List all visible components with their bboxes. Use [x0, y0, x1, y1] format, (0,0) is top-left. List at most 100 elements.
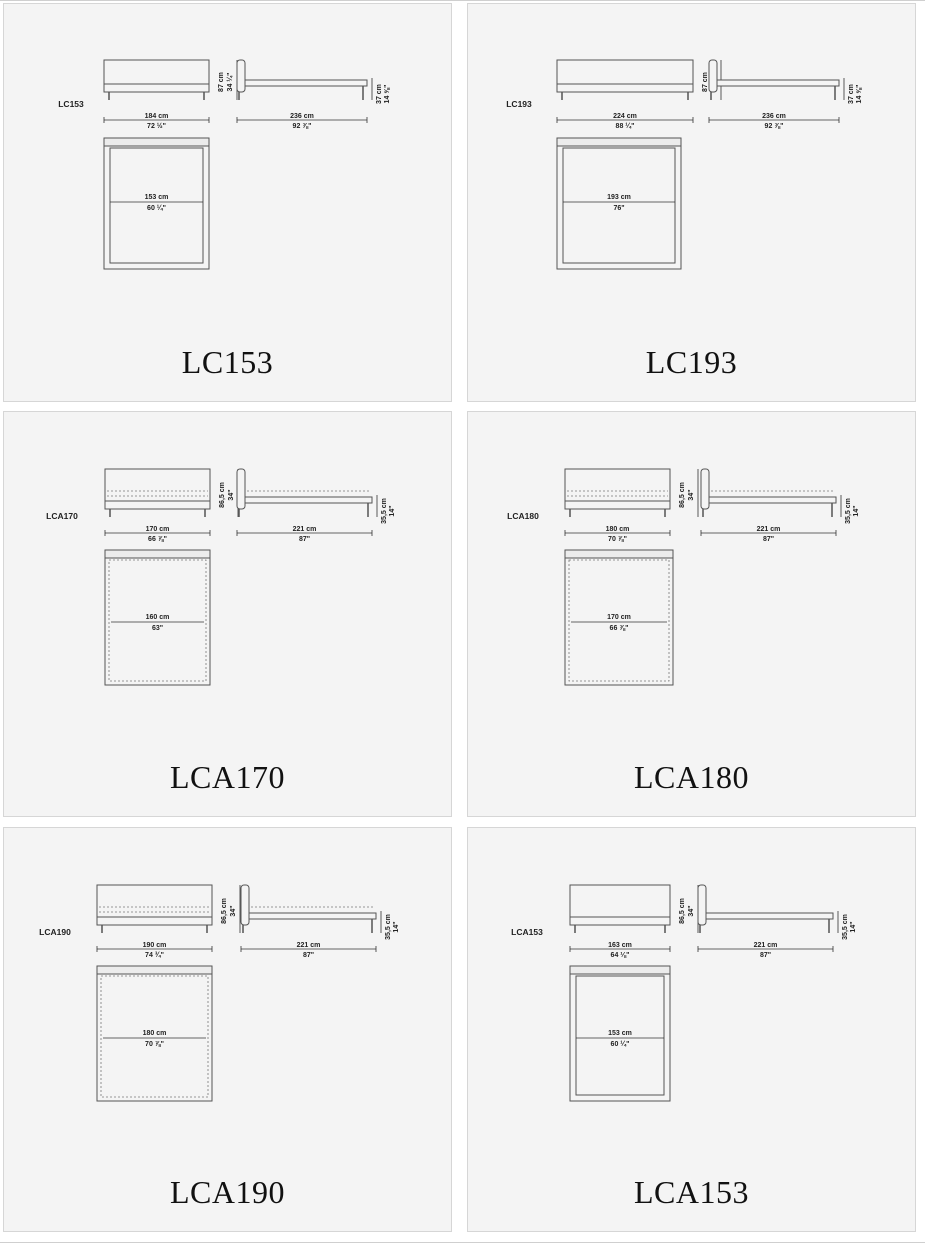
plan-view-outline [104, 549, 211, 686]
model-label: LCA180 [507, 511, 539, 521]
length-in-label: 92 ⅞" [293, 123, 312, 130]
length-cm-label: 221 cm [754, 942, 778, 949]
height-in-label: 34" [230, 905, 237, 916]
width-in-label: 74 ¾" [145, 951, 164, 959]
length-in-label: 87" [760, 952, 771, 959]
length-in-label: 87" [763, 536, 774, 543]
inner-in-label: 63" [152, 625, 163, 632]
width-cm-label: 170 cm [146, 526, 170, 533]
inner-cm-label: 180 cm [143, 1030, 167, 1037]
height-cm-label: 86,5 cm [221, 898, 228, 924]
height-in-label: 34" [688, 905, 695, 916]
plan-view-mattress [109, 147, 204, 264]
inner-in-label: 60 ¼" [611, 1040, 630, 1048]
plan-view-headboard [564, 549, 674, 559]
length-cm-label: 221 cm [757, 526, 781, 533]
card-title: LCA180 [634, 759, 749, 795]
side-view-headboard [708, 59, 718, 93]
width-cm-label: 184 cm [145, 113, 169, 120]
side-height-cm-label: 35,5 cm [381, 498, 388, 524]
width-in-label: 66 ⅞" [148, 536, 167, 543]
height-in-label: 34" [688, 489, 695, 500]
top-border-line [0, 0, 925, 1]
front-view-headboard [104, 468, 211, 510]
inner-in-label: 70 ⅞" [145, 1041, 164, 1048]
height-cm-label: 86,5 cm [679, 482, 686, 508]
front-view-headboard [569, 884, 671, 926]
card-title: LCA190 [170, 1174, 285, 1210]
side-view-frame [248, 912, 377, 920]
length-in-label: 92 ⅞" [765, 123, 784, 130]
model-label: LC193 [506, 99, 532, 109]
plan-view-outline [96, 965, 213, 1102]
length-in-label: 87" [299, 536, 310, 543]
side-height-in-label: 14" [853, 505, 860, 516]
height-cm-label: 87 cm [702, 72, 709, 92]
inner-in-label: 60 ¼" [147, 204, 166, 212]
height-in-label: 34" [228, 489, 235, 500]
plan-view-mattress [108, 559, 207, 682]
inner-in-label: 66 ⅞" [610, 625, 629, 632]
side-view-headboard [240, 884, 250, 926]
side-height-in-label: 14 ⅝" [384, 85, 391, 104]
model-label: LCA153 [511, 927, 543, 937]
width-cm-label: 180 cm [606, 526, 630, 533]
side-view-frame [716, 79, 840, 87]
model-label: LC153 [58, 99, 84, 109]
width-cm-label: 224 cm [613, 113, 637, 120]
front-view-headboard [564, 468, 671, 510]
side-height-in-label: 14" [850, 921, 857, 932]
side-view-frame [708, 496, 837, 504]
height-cm-label: 86,5 cm [219, 482, 226, 508]
side-height-cm-label: 37 cm [848, 84, 855, 104]
side-height-in-label: 14" [389, 505, 396, 516]
width-in-label: 88 ¼" [616, 122, 635, 130]
plan-view-mattress [100, 975, 209, 1098]
plan-view-headboard [96, 965, 213, 975]
inner-cm-label: 153 cm [608, 1030, 632, 1037]
width-in-label: 70 ⅞" [608, 536, 627, 543]
height-cm-label: 87 cm [218, 72, 225, 92]
plan-view-headboard [104, 549, 211, 559]
card-title: LC153 [181, 344, 274, 380]
card-title: LCA153 [634, 1174, 749, 1210]
plan-view-outline [103, 137, 210, 270]
plan-view-mattress [575, 975, 665, 1096]
plan-view-mattress [568, 559, 670, 682]
length-cm-label: 221 cm [293, 526, 317, 533]
width-in-label: 72 ½" [147, 122, 166, 130]
side-view-headboard [700, 468, 710, 510]
side-height-cm-label: 37 cm [376, 84, 383, 104]
inner-cm-label: 153 cm [145, 194, 169, 201]
plan-view-mattress [562, 147, 676, 264]
plan-view-outline [556, 137, 682, 270]
side-height-cm-label: 35,5 cm [842, 914, 849, 940]
side-height-in-label: 14 ⅝" [856, 85, 863, 104]
height-in-label: 34 ¼" [226, 73, 234, 92]
length-in-label: 87" [303, 952, 314, 959]
side-height-cm-label: 35,5 cm [845, 498, 852, 524]
inner-cm-label: 193 cm [607, 194, 631, 201]
side-view-frame [705, 912, 834, 920]
inner-cm-label: 160 cm [146, 614, 170, 621]
width-cm-label: 190 cm [143, 942, 167, 949]
length-cm-label: 236 cm [762, 113, 786, 120]
front-view-headboard [103, 59, 210, 93]
side-view-headboard [697, 884, 707, 926]
model-label: LCA190 [39, 927, 71, 937]
plan-view-headboard [103, 137, 210, 147]
width-in-label: 64 ⅛" [611, 952, 630, 959]
model-label: LCA170 [46, 511, 78, 521]
side-view-headboard [236, 59, 246, 93]
inner-cm-label: 170 cm [607, 614, 631, 621]
height-cm-label: 86,5 cm [679, 898, 686, 924]
